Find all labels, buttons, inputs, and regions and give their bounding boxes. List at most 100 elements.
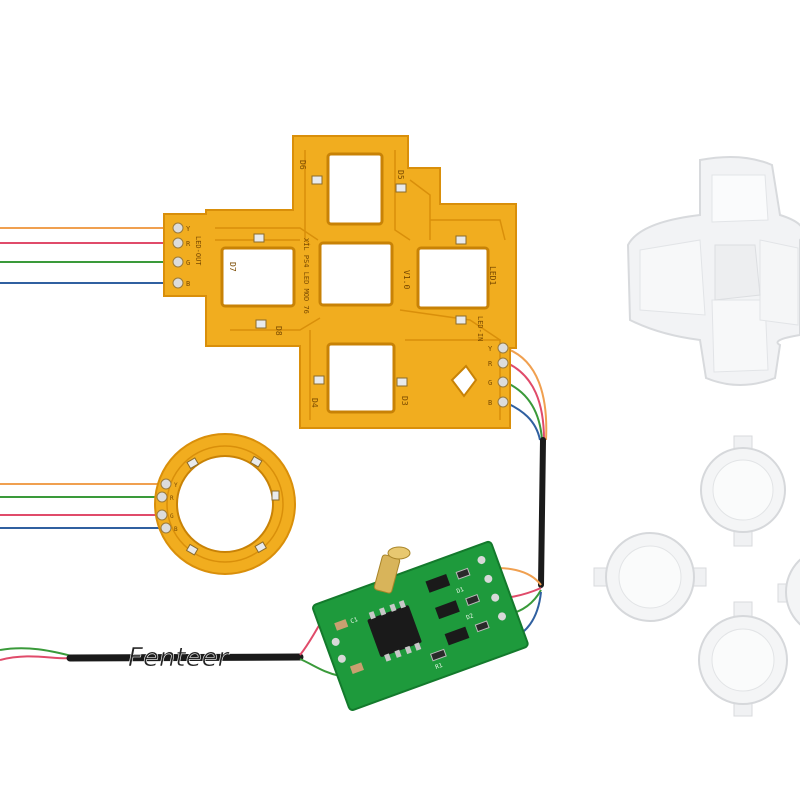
led — [185, 543, 199, 556]
transistor — [425, 573, 451, 593]
label-led1: LED1 — [488, 266, 497, 285]
solder-pads-right — [497, 342, 509, 408]
black-cable — [66, 653, 304, 662]
label-pad-b2: B — [488, 399, 492, 407]
label-d5: D5 — [396, 170, 405, 180]
label-pad-y: Y — [174, 482, 178, 489]
clear-round-buttons — [593, 435, 800, 717]
led — [313, 375, 325, 385]
led — [271, 490, 280, 501]
label-d8: D8 — [274, 326, 283, 336]
wire-orange — [504, 347, 548, 441]
smd-leds — [253, 175, 467, 387]
label-led-out: LED-OUT — [194, 236, 202, 266]
cross-center — [714, 244, 761, 301]
ring-flex-board: Y R G B — [154, 433, 296, 575]
ring-trace — [166, 445, 284, 563]
led — [455, 235, 467, 245]
wire-green — [504, 381, 543, 441]
solder-pad — [497, 357, 509, 369]
clear-dpad-cross — [626, 156, 800, 386]
solder-pad — [156, 509, 168, 521]
solder-pad — [172, 222, 184, 234]
led — [455, 315, 467, 325]
ring-inner — [176, 455, 274, 553]
black-sheath — [538, 437, 546, 588]
solder-pad — [172, 237, 184, 249]
resistor — [465, 594, 481, 606]
cutout-up — [326, 152, 384, 226]
label-pad-b: B — [186, 280, 190, 288]
capacitor — [349, 662, 364, 674]
wire-red — [0, 655, 73, 661]
cutout-notch — [450, 364, 478, 398]
label-pad-r: R — [170, 495, 174, 502]
wire-green — [0, 647, 73, 657]
cutout-left — [220, 246, 296, 308]
transistor — [435, 600, 460, 620]
crystal-oscillator — [373, 546, 411, 594]
solder-pad — [497, 396, 509, 408]
control-board: D1 D2 C1 R1 — [312, 540, 529, 711]
label-d1: D1 — [456, 586, 466, 595]
solder-pad — [172, 277, 184, 289]
ring-input-wires — [0, 483, 162, 529]
label-pad-r2: R — [488, 360, 493, 368]
control-board-pcb — [312, 540, 529, 711]
led — [186, 457, 200, 470]
label-d7: D7 — [228, 262, 237, 272]
wire-red — [504, 361, 545, 441]
cross-highlight — [711, 174, 769, 223]
cutout-center — [318, 241, 394, 307]
led — [255, 319, 267, 329]
cutout-right — [416, 246, 490, 310]
clear-button-right — [777, 558, 800, 626]
solder-pad — [172, 256, 184, 268]
led — [311, 175, 323, 185]
resistor — [455, 567, 471, 580]
solder-pad — [160, 522, 172, 534]
label-pad-g: G — [170, 513, 174, 520]
smd-components — [334, 567, 490, 674]
label-pad-y2: Y — [488, 345, 493, 353]
label-d2: D2 — [465, 612, 475, 621]
dpad-input-wires — [0, 227, 178, 284]
control-input-wires — [0, 611, 341, 677]
copper-traces — [215, 150, 506, 420]
ring-leds — [185, 455, 280, 556]
solder-pad — [497, 342, 509, 354]
crystal-top — [387, 546, 411, 560]
dpad-flex-board: D6 D5 D7 D8 D3 D4 LED-OUT LED-IN LED1 V1… — [163, 135, 517, 429]
label-r1: R1 — [434, 662, 444, 671]
label-pad-b: B — [174, 526, 178, 533]
led — [253, 233, 265, 243]
label-d6: D6 — [298, 160, 307, 170]
clear-button-up — [700, 435, 786, 547]
label-c1: C1 — [350, 616, 360, 625]
label-d4: D4 — [310, 398, 319, 408]
label-pad-g2: G — [488, 379, 492, 387]
label-pad-g: G — [186, 259, 190, 267]
solder-pad — [497, 376, 509, 388]
cross-highlight — [639, 239, 706, 316]
watermark-text: Fenteer — [128, 643, 231, 673]
capacitor — [334, 619, 349, 631]
label-version: V1.0 — [402, 270, 411, 289]
ic-pins — [368, 600, 422, 662]
label-led-in: LED-IN — [476, 316, 484, 341]
cross-highlight — [759, 239, 799, 326]
led — [249, 455, 263, 468]
led — [396, 377, 408, 387]
led — [395, 183, 407, 193]
label-pad-y: Y — [186, 225, 191, 233]
resistor — [429, 648, 447, 662]
solder-pad — [160, 478, 172, 490]
cross-highlight — [711, 299, 769, 373]
ring-solder-pads — [156, 478, 172, 534]
label-pad-r: R — [186, 240, 191, 248]
label-model: XIL PS4 LED MOD 76 — [302, 238, 310, 314]
solder-pad — [156, 491, 168, 503]
clear-button-down — [698, 601, 788, 717]
cutout-down — [326, 342, 396, 414]
